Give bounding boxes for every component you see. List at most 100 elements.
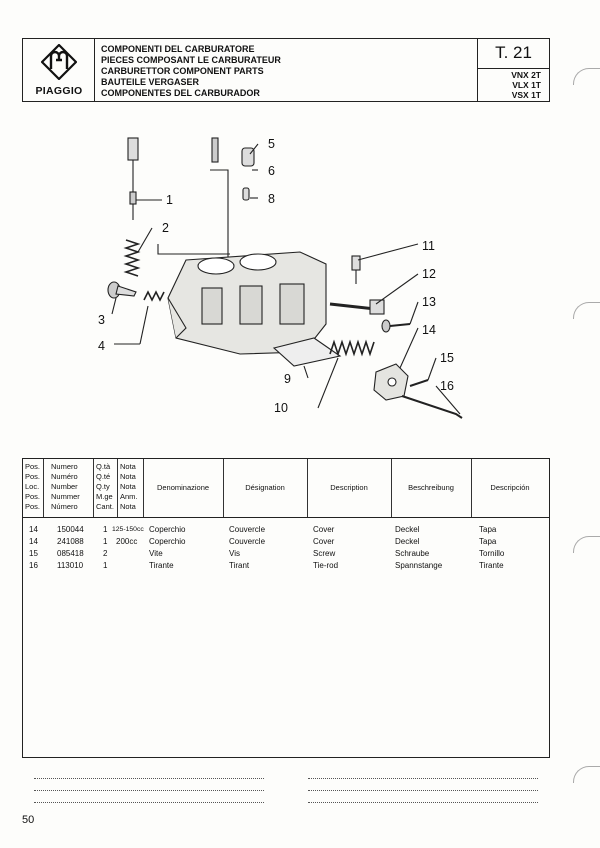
logo-cell: PIAGGIO [23,39,95,101]
col-divider [93,459,94,517]
header-es: Descripción [490,483,530,492]
model-item: VLX 1T [512,80,541,90]
part-3-screw [107,281,137,299]
part-10-spring [329,339,375,357]
cell-pos: 16 [29,561,38,570]
cell-en: Screw [313,549,336,558]
col-divider [223,459,224,517]
cell-de: Schraube [395,549,430,558]
notes-line [34,802,264,803]
cell-fr: Couvercle [229,537,266,546]
cell-de: Deckel [395,537,420,546]
page-titles: COMPONENTI DEL CARBURATORE PIECES COMPOS… [101,44,281,99]
cell-pos: 14 [29,525,38,534]
notes-line [308,790,538,791]
carburetor-exploded-diagram: 1 2 3 4 5 6 8 9 10 11 12 13 14 15 16 [98,137,463,419]
callout-15: 15 [440,351,454,365]
part-9-gasket [272,337,342,367]
cell-es: Tirante [479,561,504,570]
carburetor-body [167,251,327,355]
part-8-pin [242,187,250,201]
cell-it: Vite [149,549,163,558]
page-number: 50 [22,814,35,826]
cell-es: Tapa [479,525,497,534]
cell-qty: 1 [103,525,108,534]
cell-note: 200cc [116,537,138,546]
part-15-screw [409,379,429,387]
cell-number: 241088 [57,537,84,546]
notes-line [308,778,538,779]
punch-hole-icon [573,302,600,319]
col-divider [43,459,44,517]
col-divider [471,459,472,517]
table-code-cell: T. 21 VNX 2T VLX 1T VSX 1T [477,39,549,101]
col-divider [307,459,308,517]
piaggio-logo-icon [41,44,77,80]
cell-number: 150044 [57,525,84,534]
table-code: T. 21 [495,43,532,62]
cell-es: Tornillo [479,549,505,558]
callout-3: 3 [98,313,105,327]
cell-en: Cover [313,525,335,534]
callout-2: 2 [162,221,169,235]
title-en: CARBURETTOR COMPONENT PARTS [101,66,264,76]
header-fr: Désignation [245,483,285,492]
part-5-jet [211,137,219,163]
cell-de: Deckel [395,525,420,534]
cell-en: Tie-rod [313,561,339,570]
header-de: Beschreibung [408,483,454,492]
callout-16: 16 [440,379,454,393]
notes-line [34,790,264,791]
cell-qty: 1 [103,561,108,570]
header-it: Denominazione [156,483,210,492]
part-2-spring [123,239,141,277]
callout-9: 9 [284,372,291,386]
cell-it: Coperchio [149,525,186,534]
notes-line [308,802,538,803]
arrow-bracket [210,169,229,268]
callout-8: 8 [268,192,275,206]
model-list: VNX 2T VLX 1T VSX 1T [511,70,541,100]
model-item: VSX 1T [511,90,541,100]
part-13-screw [381,319,411,333]
part-16-tie-rod [401,395,463,419]
title-de: BAUTEILE VERGASER [101,77,200,87]
col-divider [117,459,118,517]
punch-hole-icon [573,536,600,553]
callout-13: 13 [422,295,436,309]
callout-6: 6 [268,164,275,178]
cell-de: Spannstange [395,561,443,570]
header-en: Description [330,483,368,492]
col-divider [391,459,392,517]
callout-10: 10 [274,401,288,415]
col-divider [143,459,144,517]
cell-number: 085418 [57,549,84,558]
callout-14: 14 [422,323,436,337]
part-14-cover [373,363,409,401]
notes-line [34,778,264,779]
header-pos: Pos.Pos.Loc.Pos.Pos. [25,462,41,511]
punch-hole-icon [573,68,600,85]
page-header: PIAGGIO COMPONENTI DEL CARBURATORE PIECE… [22,38,550,102]
title-it: COMPONENTI DEL CARBURATORE [101,44,255,54]
cell-qty: 1 [103,537,108,546]
cell-en: Cover [313,537,335,546]
part-1-needle [127,137,139,220]
code-divider [478,68,549,69]
callout-11: 11 [422,239,435,253]
callout-1: 1 [166,193,173,207]
cell-it: Tirante [149,561,174,570]
callout-12: 12 [422,267,436,281]
punch-hole-icon [573,766,600,783]
cell-fr: Couvercle [229,525,266,534]
header-divider [23,517,549,518]
part-11-screw [351,255,361,284]
cell-pos: 15 [29,549,38,558]
cell-fr: Tirant [229,561,250,570]
title-es: COMPONENTES DEL CARBURADOR [101,88,260,98]
cell-it: Coperchio [149,537,186,546]
